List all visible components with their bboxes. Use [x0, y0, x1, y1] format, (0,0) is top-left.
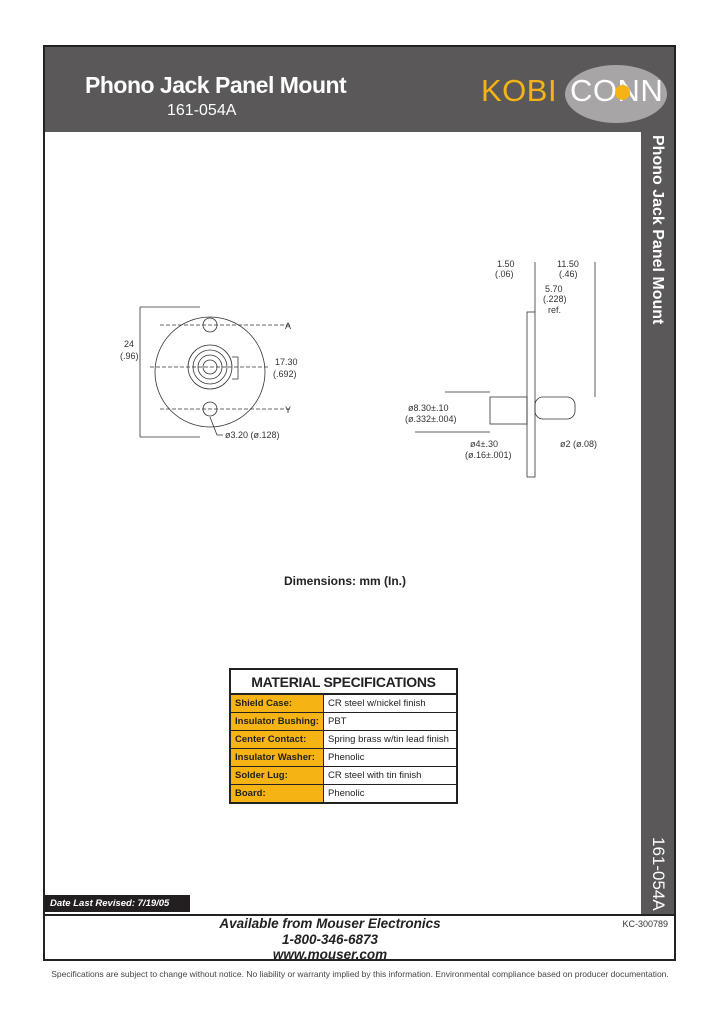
svg-text:ø3.20 (ø.128): ø3.20 (ø.128) — [225, 430, 280, 440]
header-bar: Phono Jack Panel Mount 161-054A KOBI CON… — [45, 47, 674, 132]
svg-text:5.70: 5.70 — [545, 284, 563, 294]
table-row: Insulator Bushing:PBT — [230, 712, 457, 731]
svg-text:(ø.16±.001): (ø.16±.001) — [465, 450, 511, 460]
sidebar-title: Phono Jack Panel Mount — [649, 135, 666, 325]
kobiconn-logo: KOBI CONN — [481, 65, 671, 123]
available-from: Available from Mouser Electronics — [219, 916, 441, 931]
date-revised-bar: Date Last Revised: 7/19/05 — [45, 895, 190, 912]
phone-number: 1-800-346-6873 — [281, 931, 379, 947]
disclaimer: Specifications are subject to change wit… — [51, 969, 669, 979]
svg-text:(.228): (.228) — [543, 294, 567, 304]
svg-text:(ø.332±.004): (ø.332±.004) — [405, 414, 456, 424]
sidebar-part-number: 161-054A — [649, 837, 668, 911]
website-link[interactable]: www.mouser.com — [272, 947, 388, 962]
technical-drawing: 24 (.96) 17.30 (.692) A Y ø3.20 (ø.128) … — [120, 259, 597, 478]
spec-table-title: MATERIAL SPECIFICATIONS — [230, 669, 457, 695]
svg-text:(.06): (.06) — [495, 269, 514, 279]
page-title: Phono Jack Panel Mount — [85, 72, 347, 98]
availability-block: Available from Mouser Electronics 1-800-… — [45, 916, 615, 963]
svg-text:17.30: 17.30 — [275, 357, 298, 367]
material-specifications-table: MATERIAL SPECIFICATIONS Shield Case:CR s… — [229, 668, 458, 804]
svg-text:A: A — [285, 321, 291, 331]
svg-text:ø8.30±.10: ø8.30±.10 — [408, 403, 448, 413]
table-row: Center Contact:Spring brass w/tin lead f… — [230, 730, 457, 749]
dimensions-label: Dimensions: mm (In.) — [283, 574, 406, 588]
svg-text:ref.: ref. — [548, 305, 561, 315]
svg-text:(.46): (.46) — [559, 269, 578, 279]
svg-text:11.50: 11.50 — [557, 259, 579, 269]
dim-24: 24 — [124, 339, 134, 349]
svg-text:ø2 (ø.08): ø2 (ø.08) — [560, 439, 597, 449]
svg-text:ø4±.30: ø4±.30 — [470, 439, 498, 449]
vertical-sidebar: Phono Jack Panel Mount 161-054A — [641, 132, 674, 914]
front-view — [139, 306, 290, 438]
part-number: 161-054A — [167, 102, 237, 119]
svg-text:(.692): (.692) — [273, 369, 297, 379]
table-row: Board:Phenolic — [230, 784, 457, 803]
footer-divider — [45, 914, 674, 916]
table-row: Solder Lug:CR steel with tin finish — [230, 766, 457, 785]
svg-text:Y: Y — [285, 405, 291, 415]
table-row: Shield Case:CR steel w/nickel finish — [230, 693, 457, 713]
svg-text:(.96): (.96) — [120, 351, 139, 361]
datasheet-page: Phono Jack Panel Mount 161-054A KOBI CON… — [43, 45, 676, 963]
document-code: KC-300789 — [622, 919, 668, 929]
logo-kobi: KOBI — [481, 73, 558, 108]
table-row: Insulator Washer:Phenolic — [230, 748, 457, 767]
side-view — [415, 262, 596, 478]
logo-dot-icon — [615, 85, 630, 100]
svg-text:1.50: 1.50 — [497, 259, 515, 269]
